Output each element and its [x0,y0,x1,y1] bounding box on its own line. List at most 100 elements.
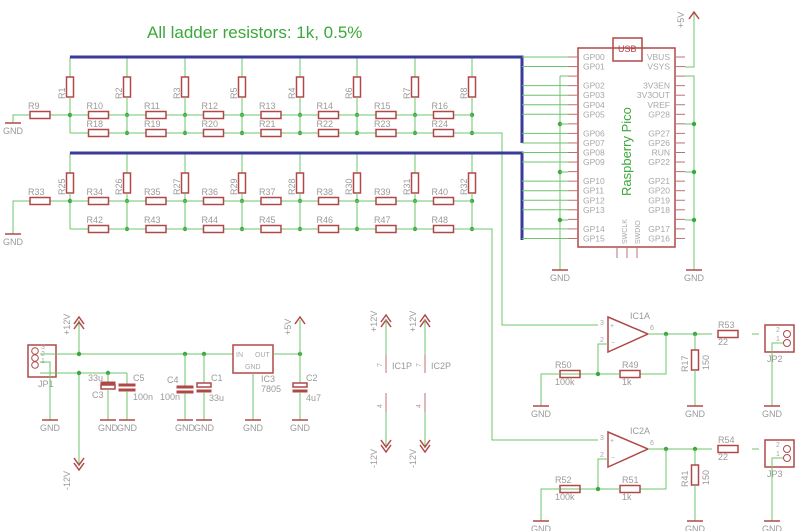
resistor-label: R44 [202,215,219,225]
opamp-IC1A-icon [607,315,650,354]
pin-number: 3 [600,435,604,442]
capacitor-label: C3 [92,390,104,400]
resistor-label: R46 [317,215,334,225]
resistor-label: R15 [374,101,391,111]
ground-symbol: GND [531,520,552,531]
pico-pin-GP03: GP03 [583,90,605,100]
capacitor-value: 4u7 [306,393,321,403]
supply-neg12v-arrow-icon [380,439,392,454]
resistor-label: R36 [202,187,219,197]
resistor-R48 [432,224,455,234]
pico-pin-VSYS: VSYS [647,62,670,72]
resistor-label: R48 [432,215,449,225]
junction-dot [691,121,697,127]
resistor-label: R37 [259,187,276,197]
opamp-minus-pin: − [611,340,615,347]
ground-label: GND [684,273,705,283]
resistor-label: R19 [144,119,161,129]
opamp-label: IC1A [630,311,650,321]
resistor-R7 [410,76,420,98]
resistor-R3 [180,76,190,98]
resistor-R43 [145,224,167,234]
opamp-plus-pin: + [610,323,614,330]
resistor-label: R11 [144,101,160,111]
pico-pin-GP11: GP11 [583,186,604,196]
connector-pin-icon [31,354,39,362]
ground-symbol: GND [117,419,138,433]
capacitor-c4-icon [176,385,194,389]
resistor-R31 [410,172,420,194]
wire [540,488,560,521]
resistor-label: R27 [172,178,182,195]
pico-pin-GP14: GP14 [583,224,605,234]
resistor-label: R41 [680,470,690,487]
capacitor-c3-icon [100,384,116,390]
ladder-1-output-wire [472,132,598,326]
resistor-label: R33 [28,187,45,197]
junction-dot [691,217,697,223]
resistor-label: R14 [317,101,334,111]
wire [40,361,51,420]
pico-pin-GP08: GP08 [583,148,605,158]
pin-number: 2 [600,337,604,344]
pico-pin-GP10: GP10 [583,176,605,186]
resistor-label: R4 [287,87,297,99]
ground-label: GND [290,423,311,433]
ground-label: GND [762,524,783,531]
connector-label: JP1 [38,379,54,389]
resistor-R13 [260,110,282,120]
pico-pin-swdio: SWDIO [635,220,642,244]
resistor-R41 [690,464,700,486]
supply-label: +12V [369,311,379,332]
ground-label: GND [3,237,24,247]
wire [685,75,695,270]
resistor-label: R12 [202,101,219,111]
resistor-label: R3 [172,87,182,99]
pico-pin-VREF: VREF [647,100,670,110]
pico-pin-GP02: GP02 [583,81,605,91]
resistor-R46 [317,224,340,234]
resistor-label: R50 [555,360,572,370]
ground-label: GND [243,423,264,433]
resistor-label: R7 [402,87,412,99]
resistor-label: R5 [229,87,239,99]
ground-symbol: GND [243,419,264,433]
resistor-value: 100k [555,377,575,387]
capacitor-plate [292,389,308,393]
resistor-R10 [87,110,110,120]
pin-number: 7 [377,363,384,367]
junction-dot [557,217,563,223]
connector-pin-number: 1 [776,336,780,343]
resistor-value: 1k [622,377,632,387]
resistor-R4 [295,76,305,98]
pico-pin-GP05: GP05 [583,109,605,119]
ground-symbol: GND [98,419,119,433]
junction-dot [691,169,697,175]
ground-label: GND [117,423,138,433]
resistor-R26 [122,172,132,194]
junction-dot [595,486,601,492]
resistor-value: 100k [555,492,575,502]
pico-pin-GP22: GP22 [648,157,670,167]
wire [771,457,783,521]
resistor-label: R47 [374,215,391,225]
resistor-label: R35 [144,187,161,197]
pico-pin-3V3OUT: 3V3OUT [637,90,670,100]
ground-symbol: GND [175,419,196,433]
resistor-R22 [317,128,340,138]
resistor-label: R8 [459,87,469,99]
resistor-label: R34 [87,187,104,197]
pin-number: 2 [600,452,604,459]
resistor-R33 [29,196,51,206]
ground-label: GND [550,273,571,283]
pico-pin-GP06: GP06 [583,128,605,138]
wire [640,334,667,375]
ground-label: GND [175,423,196,433]
opamp-power-label: IC1P [392,361,412,371]
pico-pin-GP18: GP18 [648,205,670,215]
resistor-R21 [260,128,282,138]
